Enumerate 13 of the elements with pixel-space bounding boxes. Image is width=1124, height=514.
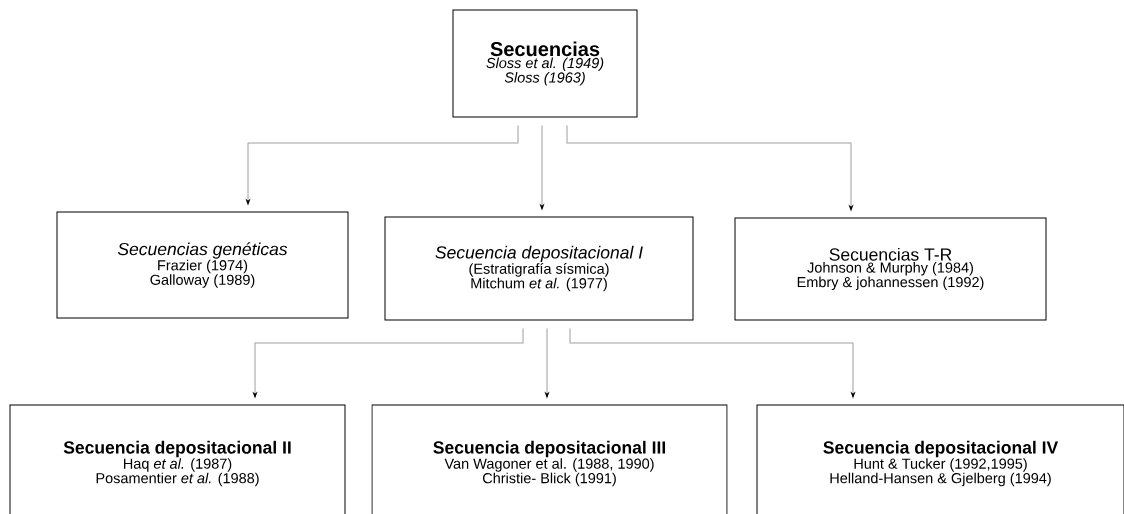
arrow: [566, 125, 853, 211]
text-box: Secuencia depositacional IV Hunt & Tucker (1992,1995) Helland-Hansen & Gjelberg (1994): [756, 404, 1124, 514]
text-box: Secuencias Sloss et al. (1949) Sloss (1963): [452, 9, 638, 118]
text-box: Secuencia depositacional III Van Wagoner et al. (1988, 1990) Christie- Blick (1991): [371, 404, 728, 514]
arrow: [545, 328, 549, 398]
arrow: [246, 125, 519, 205]
arrow: [253, 328, 524, 398]
text-box: Secuencia depositacional II Haq et al. (1987) Posamentier et al. (1988): [9, 404, 346, 514]
arrow: [569, 328, 855, 398]
text-box: Secuencias T-R Johnson & Murphy (1984) Embry & johannessen (1992): [734, 217, 1047, 321]
text-box: Secuencia depositacional I (Estratigrafía sísmica) Mitchum et al. (1977): [384, 216, 694, 321]
arrow: [540, 125, 544, 210]
text-box: Secuencias genéticas Frazier (1974) Galloway (1989): [56, 211, 349, 319]
